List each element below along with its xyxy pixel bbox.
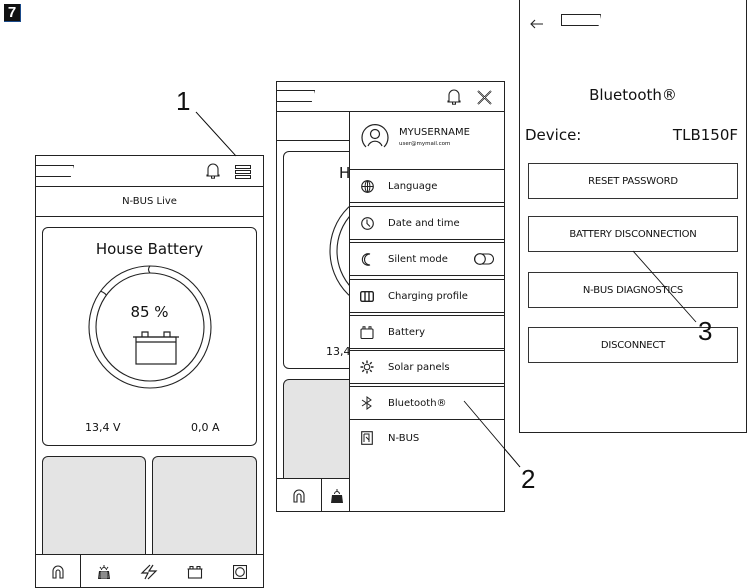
- nav-battery[interactable]: [172, 555, 218, 587]
- app-logo: [561, 14, 601, 26]
- home-icon: [52, 565, 64, 579]
- menu-item-label: Silent mode: [388, 253, 448, 265]
- bell-icon[interactable]: [206, 162, 220, 184]
- nav-home[interactable]: [36, 555, 81, 587]
- voltage-value: 13,4 V: [85, 421, 121, 434]
- page-title: Bluetooth®: [589, 86, 677, 104]
- menu-item-battery[interactable]: Battery: [350, 315, 504, 349]
- menu-item-label: Language: [388, 180, 438, 192]
- phone-screen-menu: H 13,4 V MYUSERNAME user@mymail.com L: [276, 81, 505, 512]
- charge-percent: 85 %: [130, 303, 169, 321]
- hamburger-menu-icon[interactable]: [235, 164, 251, 183]
- settings-square-icon: [233, 565, 248, 579]
- figure-number: 7: [4, 4, 21, 22]
- menu-item-label: Charging profile: [388, 290, 468, 302]
- current-value: 0,0 A: [191, 421, 220, 434]
- menu-item-silent-mode[interactable]: Silent mode: [350, 242, 504, 276]
- menu-item-label: Bluetooth®: [388, 397, 447, 409]
- menu-item-label: Date and time: [388, 217, 460, 229]
- user-profile[interactable]: MYUSERNAME user@mymail.com: [350, 112, 504, 169]
- menu-item-language[interactable]: Language: [350, 169, 504, 203]
- globe-icon: [360, 179, 374, 193]
- nbus-icon: [361, 431, 373, 445]
- username: MYUSERNAME: [399, 127, 470, 138]
- subtitle-bar: N-BUS Live: [36, 187, 263, 217]
- battery-disconnection-button[interactable]: BATTERY DISCONNECTION: [528, 216, 738, 252]
- app-logo: [277, 90, 315, 102]
- app-header: [36, 156, 263, 187]
- nbus-diagnostics-button[interactable]: N-BUS DIAGNOSTICS: [528, 272, 738, 308]
- nav-home: [277, 479, 322, 511]
- subtitle: N-BUS Live: [122, 196, 177, 207]
- nav-charging[interactable]: [127, 555, 173, 587]
- app-logo: [36, 165, 74, 177]
- callout-3-overlay: 3: [698, 316, 713, 346]
- menu-item-nbus[interactable]: N-BUS: [350, 421, 504, 455]
- reset-password-button[interactable]: RESET PASSWORD: [528, 163, 738, 199]
- bell-icon[interactable]: [447, 88, 461, 110]
- bottom-nav: [36, 554, 264, 587]
- device-label: Device:: [525, 126, 582, 144]
- menu-item-date-time[interactable]: Date and time: [350, 206, 504, 240]
- device-value: TLB150F: [672, 126, 738, 144]
- menu-item-charging-profile[interactable]: Charging profile: [350, 279, 504, 313]
- widget-tile-left[interactable]: [42, 456, 146, 555]
- solar-panel-icon: [97, 565, 110, 579]
- silent-mode-toggle[interactable]: [473, 253, 495, 268]
- user-email: user@mymail.com: [399, 141, 451, 147]
- menu-item-bluetooth[interactable]: Bluetooth®: [350, 386, 504, 420]
- back-arrow-icon[interactable]: [530, 14, 544, 33]
- callout-2: 2: [521, 464, 536, 494]
- battery-card-title: House Battery: [95, 240, 204, 258]
- battery-icon: [360, 325, 374, 339]
- menu-item-label: Battery: [388, 326, 426, 338]
- close-icon[interactable]: [477, 90, 492, 109]
- charging-icon: [140, 564, 158, 580]
- home-icon: [293, 489, 305, 503]
- nav-settings[interactable]: [218, 555, 264, 587]
- side-menu: MYUSERNAME user@mymail.com Language Date…: [349, 112, 504, 511]
- charging-profile-icon: [360, 290, 374, 302]
- clock-icon: [360, 216, 374, 230]
- phone-screen-bluetooth: Bluetooth® Device: TLB150F RESET PASSWOR…: [519, 0, 747, 433]
- nav-solar: [322, 479, 352, 511]
- bluetooth-icon: [361, 396, 372, 410]
- menu-item-label: N-BUS: [388, 432, 420, 444]
- battery-card-title-fragment: H: [339, 164, 351, 182]
- menu-item-solar-panels[interactable]: Solar panels: [350, 350, 504, 384]
- house-battery-card[interactable]: House Battery 85 % 13,4 V 0,0 A: [42, 227, 257, 446]
- nav-solar[interactable]: [81, 555, 127, 587]
- menu-item-label: Solar panels: [388, 361, 450, 373]
- moon-icon: [361, 252, 370, 266]
- battery-icon: [187, 565, 203, 579]
- callout-1: 1: [176, 86, 191, 116]
- phone-screen-home: N-BUS Live House Battery 85 % 13,4 V 0,0…: [35, 155, 264, 588]
- app-header: [277, 82, 504, 112]
- widget-tile-right[interactable]: [152, 456, 257, 555]
- battery-icon: [133, 331, 179, 365]
- solar-panel-icon: [331, 489, 343, 503]
- battery-gauge: [88, 265, 212, 389]
- disconnect-button[interactable]: DISCONNECT: [528, 327, 738, 363]
- avatar-icon: [361, 124, 389, 148]
- sun-icon: [360, 360, 374, 374]
